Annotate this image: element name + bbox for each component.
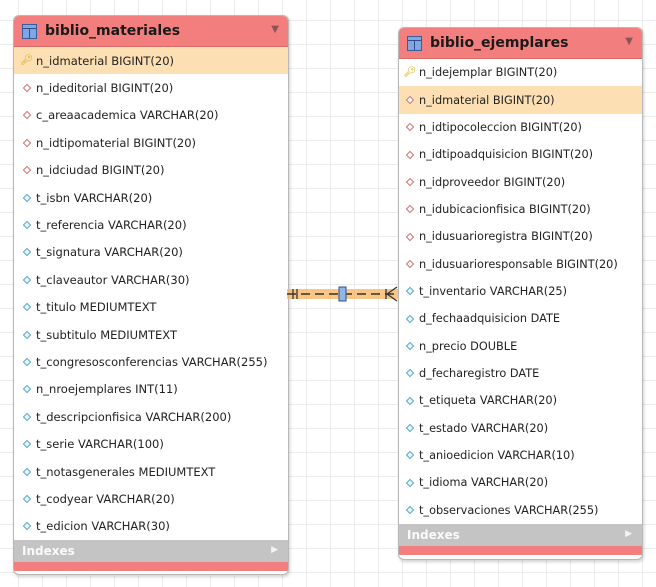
column-row[interactable]: t_congresosconferencias VARCHAR(255) bbox=[14, 348, 288, 375]
column-row[interactable]: d_fecharegistro DATE bbox=[399, 360, 642, 387]
column-text: n_idtipocoleccion BIGINT(20) bbox=[419, 120, 582, 134]
column-text: t_claveautor VARCHAR(30) bbox=[36, 272, 190, 287]
column-row[interactable]: n_idtipoadquisicion BIGINT(20) bbox=[399, 141, 642, 168]
table-title: biblio_materiales bbox=[45, 23, 181, 39]
column-row[interactable]: t_edicion VARCHAR(30) bbox=[14, 513, 288, 540]
column-text: t_referencia VARCHAR(20) bbox=[36, 218, 187, 233]
column-row[interactable]: t_anioedicion VARCHAR(10) bbox=[399, 442, 642, 469]
column-row[interactable]: t_referencia VARCHAR(20) bbox=[14, 211, 288, 238]
column-row[interactable]: n_idubicacionfisica BIGINT(20) bbox=[399, 196, 642, 223]
many-cardinality-icon bbox=[385, 286, 398, 302]
primary-key-icon: 🔑︎ bbox=[20, 54, 34, 66]
column-row[interactable]: d_fechaadquisicion DATE bbox=[399, 305, 642, 332]
column-text: n_idusuarioresponsable BIGINT(20) bbox=[419, 257, 618, 271]
column-text: n_precio DOUBLE bbox=[419, 339, 518, 353]
column-row[interactable]: t_inventario VARCHAR(25) bbox=[399, 278, 642, 305]
expand-arrow-icon[interactable]: ▶ bbox=[625, 528, 632, 539]
column-text: d_fecharegistro DATE bbox=[419, 366, 540, 380]
column-text: t_congresosconferencias VARCHAR(255) bbox=[36, 354, 268, 369]
indexes-section[interactable]: Indexes ▶ bbox=[399, 523, 642, 546]
column-text: n_idciudad BIGINT(20) bbox=[36, 163, 165, 178]
column-text: t_signatura VARCHAR(20) bbox=[36, 245, 183, 260]
column-row[interactable]: t_codyear VARCHAR(20) bbox=[14, 485, 288, 512]
column-text: n_idejemplar BIGINT(20) bbox=[419, 66, 558, 80]
column-text: t_serie VARCHAR(100) bbox=[36, 437, 164, 452]
column-row[interactable]: t_idioma VARCHAR(20) bbox=[399, 469, 642, 496]
column-row[interactable]: t_isbn VARCHAR(20) bbox=[14, 184, 288, 211]
column-text: n_idmaterial BIGINT(20) bbox=[36, 53, 175, 68]
column-text: t_titulo MEDIUMTEXT bbox=[36, 300, 157, 315]
column-row[interactable]: c_areaacademica VARCHAR(20) bbox=[14, 102, 288, 129]
column-text: n_idmaterial BIGINT(20) bbox=[419, 93, 555, 107]
table-biblio-materiales[interactable]: biblio_materiales ▼ 🔑︎n_idmaterial BIGIN… bbox=[13, 15, 289, 575]
column-row[interactable]: n_ideditorial BIGINT(20) bbox=[14, 74, 288, 101]
column-text: n_idtipomaterial BIGINT(20) bbox=[36, 135, 197, 150]
column-row[interactable]: n_idtipomaterial BIGINT(20) bbox=[14, 129, 288, 156]
column-text: t_anioedicion VARCHAR(10) bbox=[419, 448, 575, 462]
column-text: n_idusuarioregistra BIGINT(20) bbox=[419, 230, 593, 244]
indexes-section[interactable]: Indexes ▶ bbox=[14, 540, 288, 563]
column-row[interactable]: t_signatura VARCHAR(20) bbox=[14, 239, 288, 266]
expand-arrow-icon[interactable]: ▶ bbox=[271, 545, 278, 556]
table-icon bbox=[407, 35, 422, 51]
column-row[interactable]: n_idmaterial BIGINT(20) bbox=[399, 86, 642, 114]
column-row[interactable]: n_precio DOUBLE bbox=[399, 332, 642, 359]
column-text: t_isbn VARCHAR(20) bbox=[36, 190, 153, 205]
column-row[interactable]: n_idusuarioresponsable BIGINT(20) bbox=[399, 250, 642, 277]
column-row[interactable]: t_observaciones VARCHAR(255) bbox=[399, 497, 642, 524]
column-text: t_observaciones VARCHAR(255) bbox=[419, 503, 599, 517]
column-row[interactable]: t_subtitulo MEDIUMTEXT bbox=[14, 321, 288, 348]
column-row[interactable]: t_claveautor VARCHAR(30) bbox=[14, 266, 288, 293]
table-header[interactable]: biblio_ejemplares ▼ bbox=[399, 28, 642, 59]
column-text: n_ideditorial BIGINT(20) bbox=[36, 81, 174, 96]
column-row[interactable]: n_idproveedor BIGINT(20) bbox=[399, 168, 642, 195]
column-text: n_nroejemplares INT(11) bbox=[36, 382, 178, 397]
indexes-label: Indexes bbox=[22, 544, 75, 559]
table-footer bbox=[14, 562, 288, 572]
column-row[interactable]: t_notasgenerales MEDIUMTEXT bbox=[14, 458, 288, 485]
column-row[interactable]: n_idusuarioregistra BIGINT(20) bbox=[399, 223, 642, 250]
column-text: t_notasgenerales MEDIUMTEXT bbox=[36, 464, 216, 479]
indexes-label: Indexes bbox=[407, 527, 460, 542]
table-header[interactable]: biblio_materiales ▼ bbox=[14, 16, 288, 47]
column-text: t_subtitulo MEDIUMTEXT bbox=[36, 327, 177, 342]
collapse-arrow-icon[interactable]: ▼ bbox=[271, 24, 279, 35]
column-row[interactable]: t_descripcionfisica VARCHAR(200) bbox=[14, 403, 288, 430]
column-row[interactable]: 🔑︎n_idejemplar BIGINT(20) bbox=[399, 59, 642, 86]
primary-key-icon: 🔑︎ bbox=[403, 66, 417, 78]
table-title: biblio_ejemplares bbox=[430, 35, 569, 51]
column-text: t_codyear VARCHAR(20) bbox=[36, 491, 175, 506]
column-text: n_idubicacionfisica BIGINT(20) bbox=[419, 202, 591, 216]
column-row[interactable]: n_idciudad BIGINT(20) bbox=[14, 157, 288, 184]
table-footer bbox=[399, 545, 642, 555]
column-list: 🔑︎n_idmaterial BIGINT(20) n_ideditorial … bbox=[14, 47, 288, 540]
table-biblio-ejemplares[interactable]: biblio_ejemplares ▼ 🔑︎n_idejemplar BIGIN… bbox=[398, 27, 643, 560]
column-row[interactable]: n_idtipocoleccion BIGINT(20) bbox=[399, 114, 642, 141]
column-text: t_descripcionfisica VARCHAR(200) bbox=[36, 409, 232, 424]
table-icon bbox=[22, 23, 37, 39]
column-text: n_idtipoadquisicion BIGINT(20) bbox=[419, 148, 594, 162]
column-text: t_inventario VARCHAR(25) bbox=[419, 284, 567, 298]
column-list: 🔑︎n_idejemplar BIGINT(20) n_idmaterial B… bbox=[399, 59, 642, 524]
column-row[interactable]: t_serie VARCHAR(100) bbox=[14, 430, 288, 457]
column-text: n_idproveedor BIGINT(20) bbox=[419, 175, 566, 189]
column-row[interactable]: t_titulo MEDIUMTEXT bbox=[14, 294, 288, 321]
column-row[interactable]: t_etiqueta VARCHAR(20) bbox=[399, 387, 642, 414]
column-text: d_fechaadquisicion DATE bbox=[419, 312, 561, 326]
column-row[interactable]: 🔑︎n_idmaterial BIGINT(20) bbox=[14, 47, 288, 75]
column-text: t_estado VARCHAR(20) bbox=[419, 421, 549, 435]
column-text: t_edicion VARCHAR(30) bbox=[36, 519, 170, 534]
column-row[interactable]: n_nroejemplares INT(11) bbox=[14, 376, 288, 403]
relationship-handle[interactable] bbox=[338, 286, 347, 302]
column-text: c_areaacademica VARCHAR(20) bbox=[36, 108, 219, 123]
column-text: t_etiqueta VARCHAR(20) bbox=[419, 394, 557, 408]
column-text: t_idioma VARCHAR(20) bbox=[419, 476, 549, 490]
one-cardinality-icon bbox=[292, 289, 298, 299]
column-row[interactable]: t_estado VARCHAR(20) bbox=[399, 414, 642, 441]
collapse-arrow-icon[interactable]: ▼ bbox=[625, 36, 633, 47]
